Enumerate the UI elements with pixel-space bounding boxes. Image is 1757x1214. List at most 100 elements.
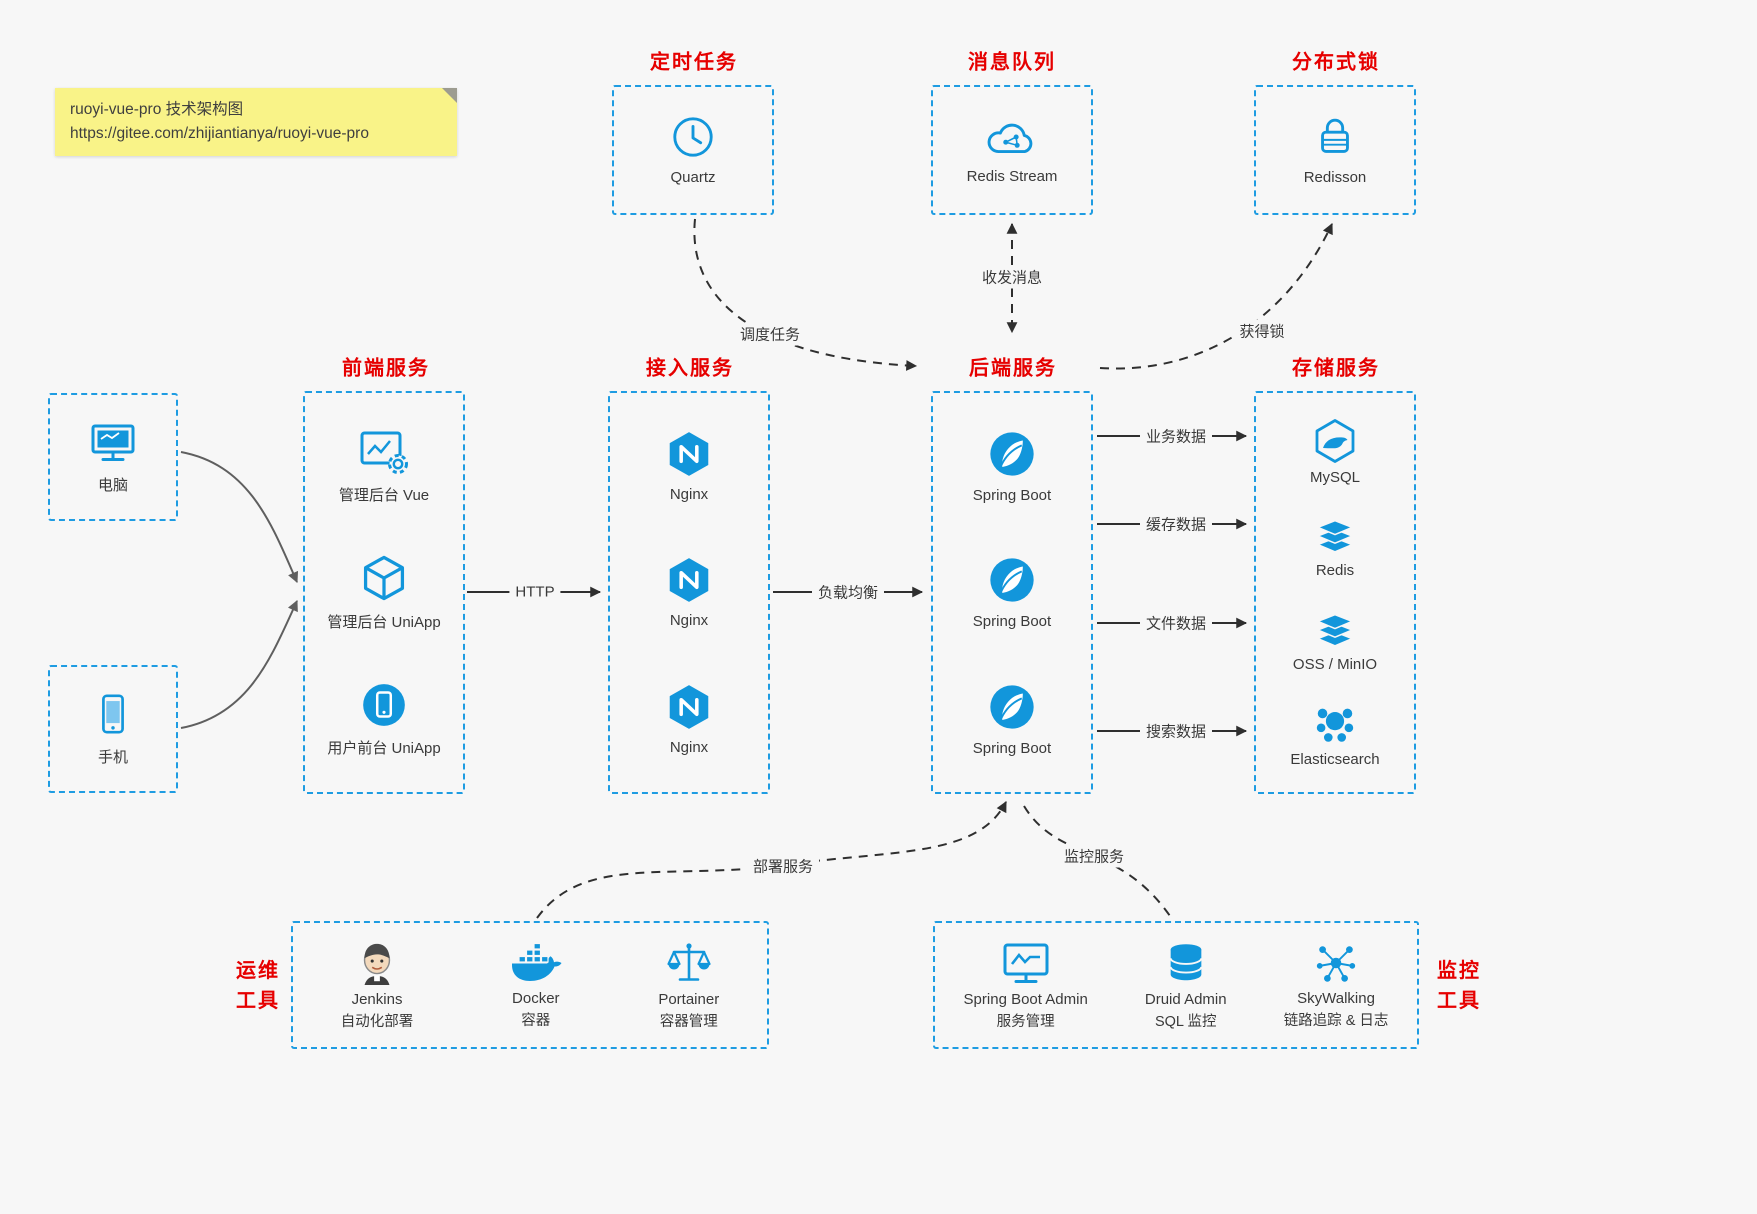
monitor-item-springboot-admin: Spring Boot Admin 服务管理 xyxy=(964,939,1088,1031)
gateway-item-label: Nginx xyxy=(669,486,709,504)
edge-label-schedule-task: 调度任务 xyxy=(733,322,807,346)
druid-icon xyxy=(1169,944,1203,981)
desktop-icon xyxy=(91,424,135,461)
nginx-icon xyxy=(669,558,709,603)
group-title-scheduled-tasks: 定时任务 xyxy=(650,51,738,74)
storage-item-redis: Redis xyxy=(1310,514,1360,579)
message-queue-box: Redis Stream xyxy=(931,85,1093,215)
storage-item-label: OSS / MinIO xyxy=(1292,655,1378,673)
storage-item-mysql: MySQL xyxy=(1310,417,1360,486)
mysql-icon xyxy=(1315,419,1355,464)
docker-icon xyxy=(511,942,562,981)
storage-item-label: Elasticsearch xyxy=(1290,750,1380,768)
frontend-item-admin-uniapp: 管理后台 UniApp xyxy=(327,552,441,632)
pc-label: 电脑 xyxy=(97,477,128,494)
sticky-note: ruoyi-vue-pro 技术架构图 https://gitee.com/zh… xyxy=(55,88,457,156)
backend-item-springboot-2: Spring Boot xyxy=(973,554,1051,630)
admin-uniapp-icon xyxy=(363,556,405,601)
backend-item-label: Spring Boot xyxy=(972,613,1052,631)
frontend-item-label: 用户前台 UniApp xyxy=(327,740,441,758)
distributed-lock-box: Redisson xyxy=(1254,85,1416,215)
ops-item-sub: 容器管理 xyxy=(659,1014,718,1030)
gateway-item-label: Nginx xyxy=(669,612,709,630)
user-uniapp-icon xyxy=(363,684,405,726)
ops-item-jenkins: Jenkins 自动化部署 xyxy=(340,939,414,1031)
admin-vue-icon xyxy=(360,431,408,474)
gateway-item-nginx-3: Nginx xyxy=(664,682,714,756)
edge-label-cache-data: 缓存数据 xyxy=(1139,512,1213,536)
edge-pc-frontend xyxy=(180,451,299,583)
monitor-tools-title-line1: 监控 xyxy=(1437,960,1481,982)
ops-tools-title-line2: 工具 xyxy=(236,990,280,1012)
monitor-item-label: SkyWalking xyxy=(1297,990,1375,1007)
edge-label-load-balance: 负载均衡 xyxy=(811,580,885,604)
cloud-stream-icon xyxy=(987,123,1033,153)
scheduled-tasks-box: Quartz xyxy=(612,85,774,215)
backend-item-label: Spring Boot xyxy=(972,487,1052,505)
gateway-item-nginx-1: Nginx xyxy=(664,429,714,503)
mobile-client-box: 手机 xyxy=(48,665,178,793)
spring-boot-icon xyxy=(990,432,1034,476)
ops-item-sub: 自动化部署 xyxy=(340,1014,414,1030)
monitor-tools-title-line2: 工具 xyxy=(1437,990,1481,1012)
monitor-item-druid-admin: Druid Admin SQL 监控 xyxy=(1145,939,1227,1031)
mobile-label: 手机 xyxy=(97,749,128,766)
edge-acquire-lock xyxy=(1099,223,1333,370)
storage-item-oss-minio: OSS / MinIO xyxy=(1293,608,1377,673)
pc-client-box: 电脑 xyxy=(48,393,178,521)
frontend-item-admin-vue: 管理后台 Vue xyxy=(339,427,429,505)
edge-label-deploy-service: 部署服务 xyxy=(746,854,820,878)
edge-label-acquire-lock: 获得锁 xyxy=(1233,319,1291,343)
clock-icon xyxy=(673,117,713,157)
ops-tools-box: Jenkins 自动化部署 Docker 容器 xyxy=(291,921,769,1049)
ops-item-portainer: Portainer 容器管理 xyxy=(658,939,719,1031)
edge-label-search-data: 搜索数据 xyxy=(1139,719,1213,743)
elasticsearch-icon xyxy=(1316,708,1354,742)
storage-item-label: MySQL xyxy=(1309,469,1360,487)
note-title: ruoyi-vue-pro 技术架构图 xyxy=(70,101,244,118)
group-title-gateway: 接入服务 xyxy=(646,357,734,380)
ops-tools-title-line1: 运维 xyxy=(236,960,280,982)
oss-minio-icon xyxy=(1317,613,1353,647)
spring-boot-icon xyxy=(990,558,1034,603)
nginx-icon xyxy=(669,684,709,729)
redisson-label: Redisson xyxy=(1303,169,1367,186)
backend-item-springboot-1: Spring Boot xyxy=(973,428,1051,504)
group-title-distributed-lock: 分布式锁 xyxy=(1292,51,1380,74)
frontend-item-user-uniapp: 用户前台 UniApp xyxy=(327,680,441,758)
monitor-item-skywalking: SkyWalking 链路追踪 & 日志 xyxy=(1284,940,1388,1030)
portainer-icon xyxy=(667,943,711,981)
lock-icon xyxy=(1321,118,1349,153)
edge-label-send-receive: 收发消息 xyxy=(975,265,1049,289)
ops-item-label: Portainer xyxy=(658,991,720,1008)
edge-mobile-frontend xyxy=(180,600,298,729)
redis-icon xyxy=(1317,520,1353,553)
storage-item-label: Redis xyxy=(1315,562,1355,580)
group-title-backend: 后端服务 xyxy=(969,357,1057,380)
jenkins-icon xyxy=(363,943,391,986)
ops-tools-title: 运维 工具 xyxy=(236,956,280,1016)
redis-stream-label: Redis Stream xyxy=(966,168,1058,185)
ops-item-docker: Docker 容器 xyxy=(509,940,563,1030)
monitor-item-sub: SQL 监控 xyxy=(1154,1014,1217,1030)
monitor-item-label: Druid Admin xyxy=(1144,991,1227,1008)
storage-services-box: MySQL Redis OSS / MinIO xyxy=(1254,391,1416,794)
edge-label-monitor-service: 监控服务 xyxy=(1057,844,1131,868)
edge-label-business-data: 业务数据 xyxy=(1139,424,1213,448)
gateway-services-box: Nginx Nginx Nginx xyxy=(608,391,770,794)
monitor-item-label: Spring Boot Admin xyxy=(963,991,1088,1008)
smartphone-icon xyxy=(102,694,124,734)
backend-item-springboot-3: Spring Boot xyxy=(973,681,1051,757)
backend-item-label: Spring Boot xyxy=(972,739,1052,757)
monitor-tools-box: Spring Boot Admin 服务管理 Druid Admin SQL 监… xyxy=(933,921,1419,1049)
ops-item-label: Jenkins xyxy=(351,991,403,1008)
spring-boot-admin-icon xyxy=(1003,943,1049,983)
group-title-storage: 存储服务 xyxy=(1292,357,1380,380)
monitor-item-sub: 服务管理 xyxy=(996,1014,1055,1030)
ops-item-sub: 容器 xyxy=(521,1013,551,1029)
gateway-item-nginx-2: Nginx xyxy=(664,555,714,629)
quartz-label: Quartz xyxy=(670,169,716,186)
group-title-message-queue: 消息队列 xyxy=(968,51,1056,74)
